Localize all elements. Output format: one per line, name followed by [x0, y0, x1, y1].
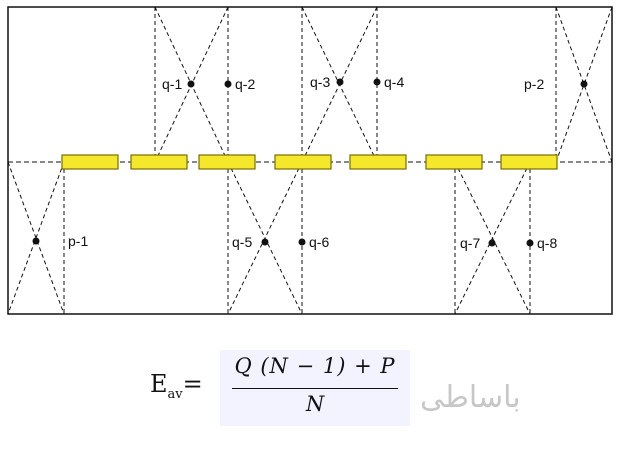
label-q8: q-8: [537, 235, 557, 251]
formula-fraction: Q (N − 1) + P N: [220, 350, 410, 426]
label-q5: q-5: [232, 234, 252, 250]
formula-lhs-subscript: av: [167, 386, 183, 402]
bar-5: [349, 154, 407, 170]
label-q6: q-6: [309, 234, 329, 250]
dot-q1: [187, 80, 195, 88]
dot-p2: [580, 80, 588, 88]
bar-2: [130, 154, 188, 170]
formula-lhs-symbol: E: [150, 370, 168, 398]
dot-q8: [526, 239, 534, 247]
label-q4: q-4: [384, 74, 404, 90]
dot-q3: [336, 78, 344, 86]
label-p1: p-1: [68, 233, 88, 249]
formula-numerator: Q (N − 1) + P: [234, 354, 396, 378]
bar-4: [274, 154, 332, 170]
aisle-bars: [61, 154, 558, 170]
upper-cone-p2: [555, 6, 613, 163]
bar-3: [198, 154, 256, 170]
formula-equals: =: [182, 370, 203, 398]
dot-q7: [488, 239, 496, 247]
label-q7: q-7: [460, 235, 480, 251]
watermark-logo: باساطی: [420, 380, 521, 415]
fraction-bar: [232, 388, 398, 389]
dot-q5: [261, 238, 269, 246]
label-p2: p-2: [524, 76, 544, 92]
label-q3: q-3: [310, 74, 330, 90]
bar-7: [500, 154, 558, 170]
bar-1: [61, 154, 119, 170]
formula-denominator: N: [305, 392, 325, 416]
layout-diagram: q-1 q-2 q-3 q-4 p-2 p-1 q-5 q-6 q-7 q-8: [7, 6, 613, 315]
dot-p1: [32, 237, 40, 245]
dot-q6: [298, 238, 306, 246]
bar-6: [425, 154, 483, 170]
lower-cone-q5-q6: [227, 161, 303, 315]
formula-lhs: Eav=: [150, 370, 203, 402]
label-q1: q-1: [162, 76, 182, 92]
outer-frame: [7, 6, 613, 315]
label-q2: q-2: [235, 76, 255, 92]
dot-q4: [373, 78, 381, 86]
dot-q2: [224, 80, 232, 88]
lower-cone-q7-q8: [454, 161, 531, 315]
